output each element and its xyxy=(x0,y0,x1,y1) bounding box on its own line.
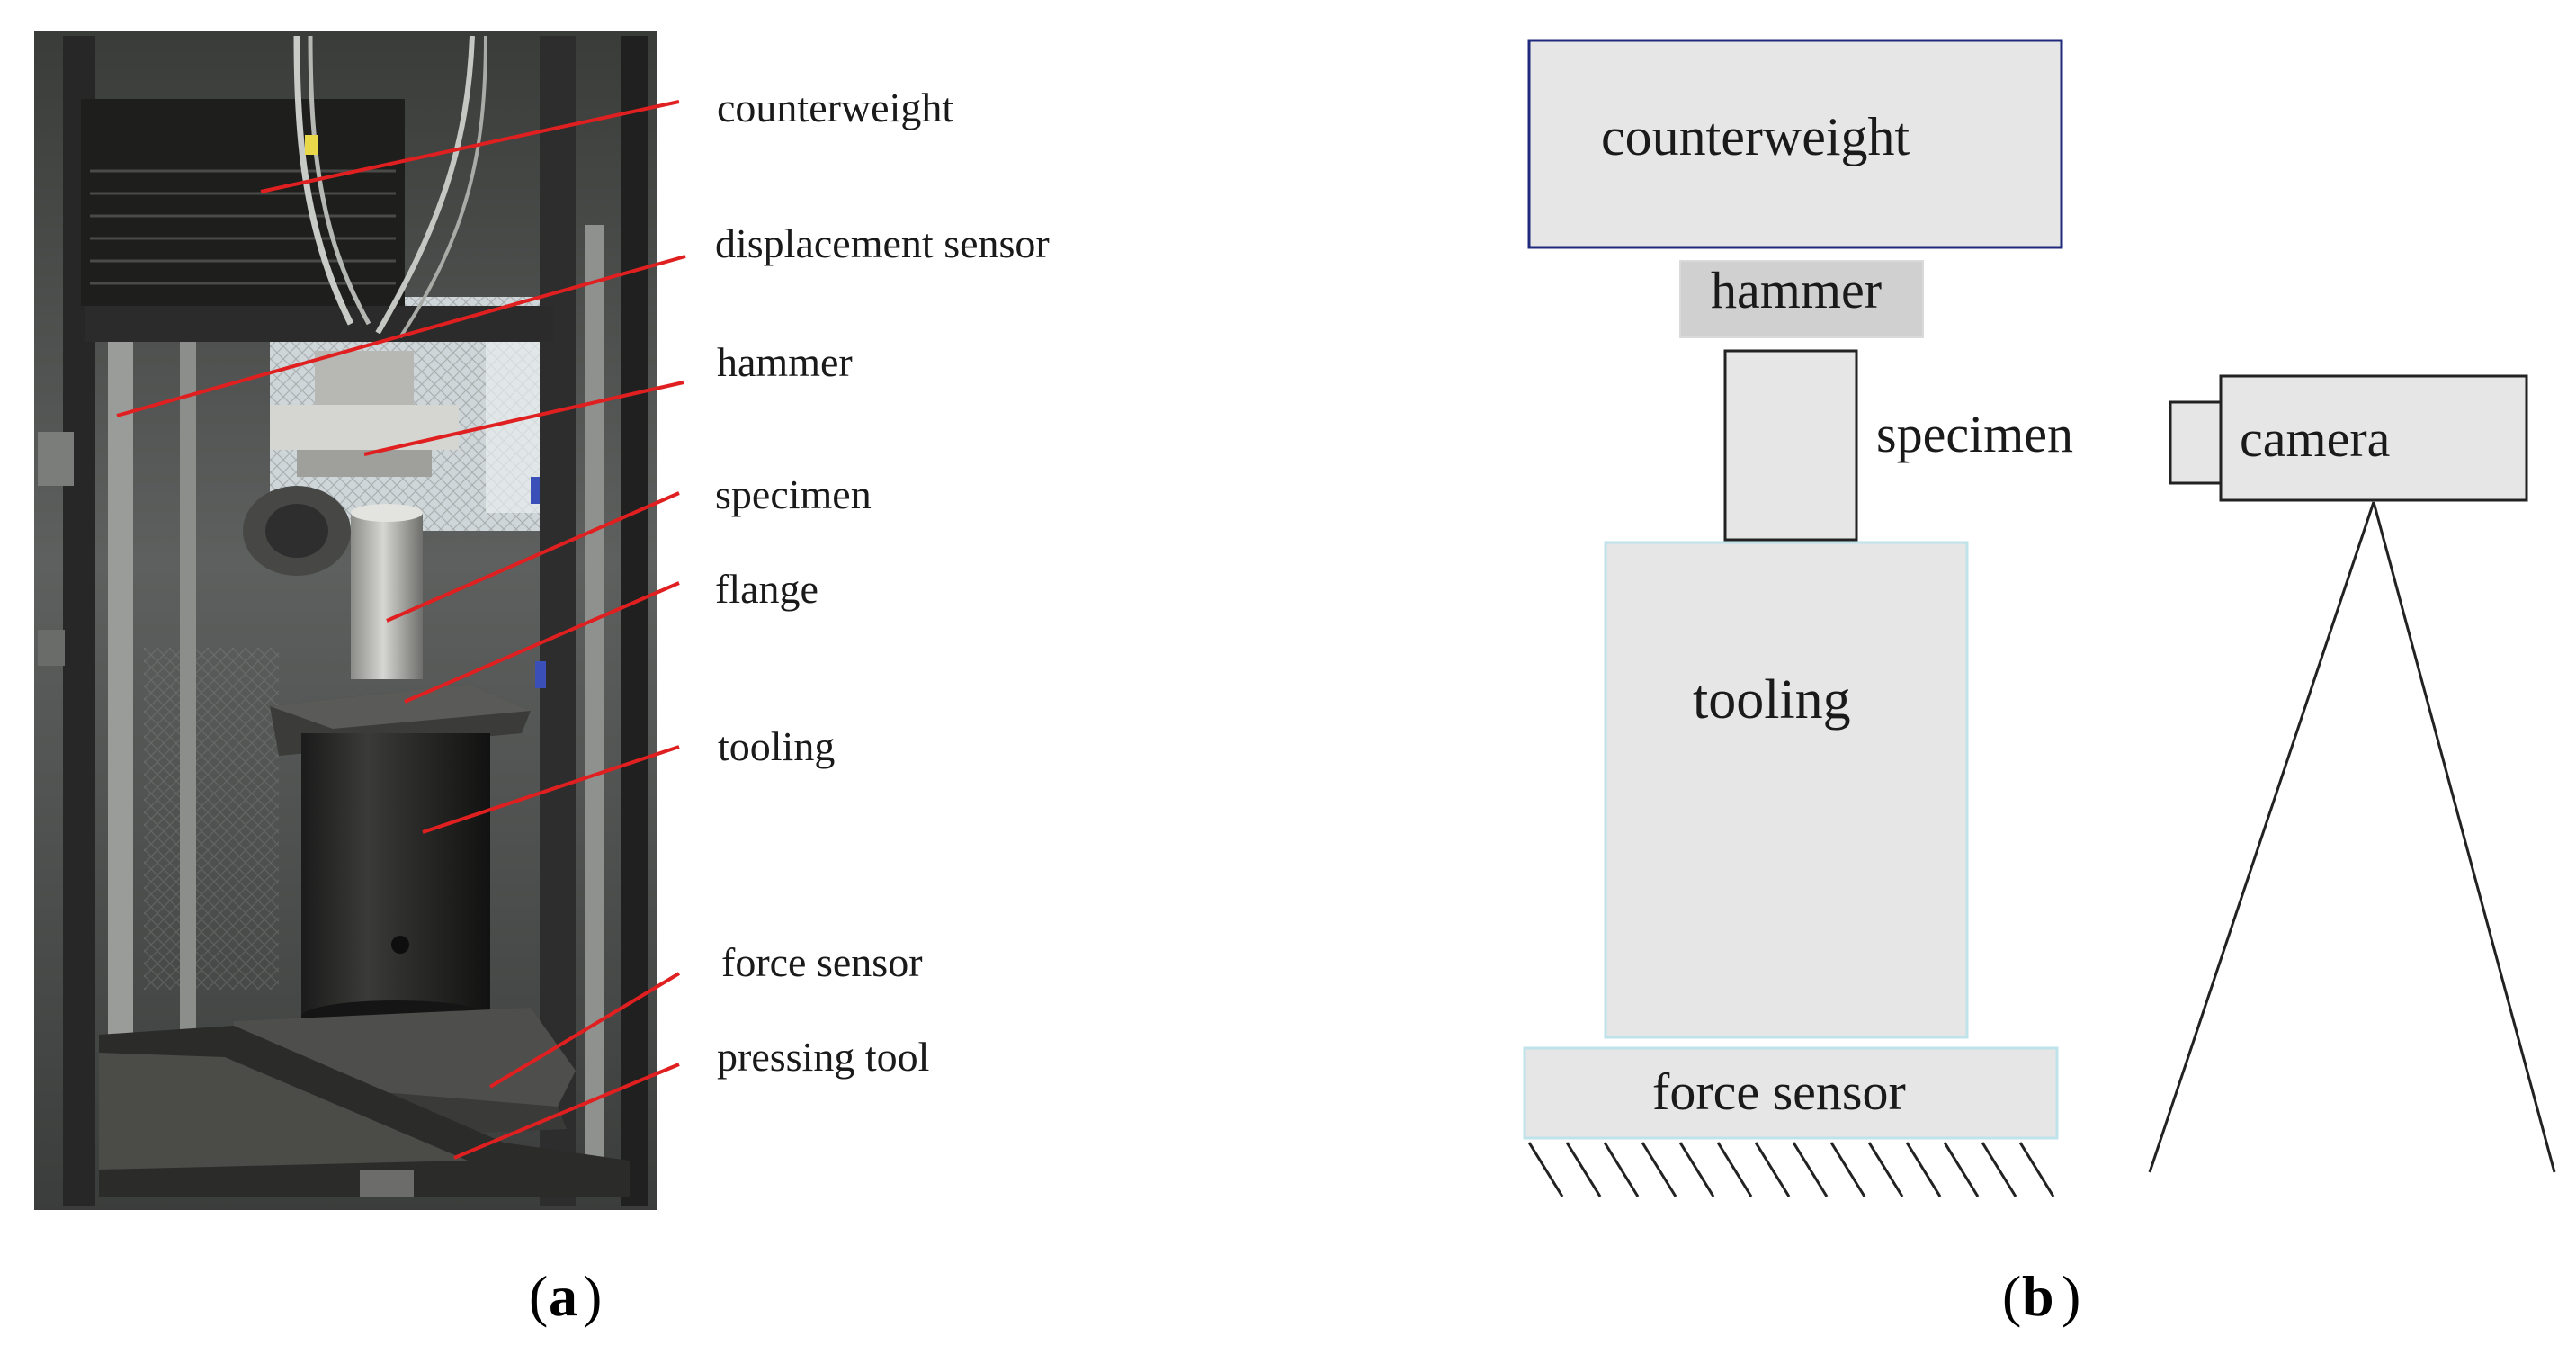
specimen-label: specimen xyxy=(1876,405,2073,463)
caption-a: ( a ) xyxy=(529,1264,602,1328)
test-rig-photo xyxy=(34,31,657,1210)
caption-b: ( b ) xyxy=(2002,1264,2080,1328)
leader-displacement-sensor xyxy=(116,255,686,417)
label-pressing-tool: pressing tool xyxy=(717,1034,929,1080)
force-sensor-box xyxy=(1523,1046,2059,1140)
schematic-diagram: counterweight hammer specimen tooling fo… xyxy=(1523,39,2556,1197)
specimen-box xyxy=(1723,349,1858,542)
label-counterweight: counterweight xyxy=(717,85,953,130)
label-flange: flange xyxy=(715,566,818,612)
counterweight-box xyxy=(1527,39,2063,249)
svg-text:): ) xyxy=(583,1264,602,1328)
caption-b-letter: b xyxy=(2022,1264,2054,1328)
caption-a-letter: a xyxy=(549,1264,577,1328)
camera-label: camera xyxy=(2240,409,2390,468)
svg-text:(: ( xyxy=(529,1264,548,1328)
tooling-box-label: tooling xyxy=(1693,669,1851,731)
leader-specimen xyxy=(386,491,680,623)
leader-counterweight xyxy=(260,100,680,193)
hammer-box-label: hammer xyxy=(1711,261,1882,319)
label-tooling: tooling xyxy=(718,723,835,769)
label-force-sensor: force sensor xyxy=(721,939,923,985)
ground-hatching xyxy=(1527,1142,2055,1197)
leader-force-sensor xyxy=(488,972,681,1089)
force-sensor-box-label: force sensor xyxy=(1652,1063,1906,1121)
label-specimen: specimen xyxy=(715,471,872,517)
counterweight-box-label: counterweight xyxy=(1601,107,1910,166)
svg-text:): ) xyxy=(2062,1264,2080,1328)
leader-lines xyxy=(116,100,686,1160)
leader-pressing-tool xyxy=(453,1063,680,1160)
label-displacement-sensor: displacement sensor xyxy=(715,220,1050,266)
leader-tooling xyxy=(422,745,680,834)
camera-body xyxy=(2219,374,2528,502)
hammer-box xyxy=(1679,260,1924,338)
label-hammer: hammer xyxy=(717,339,853,385)
tooling-box xyxy=(1604,541,1969,1039)
leader-flange xyxy=(404,581,680,704)
leader-hammer xyxy=(363,381,684,456)
camera-lens xyxy=(2169,400,2223,485)
svg-text:(: ( xyxy=(2002,1264,2021,1328)
tripod xyxy=(2148,501,2556,1173)
